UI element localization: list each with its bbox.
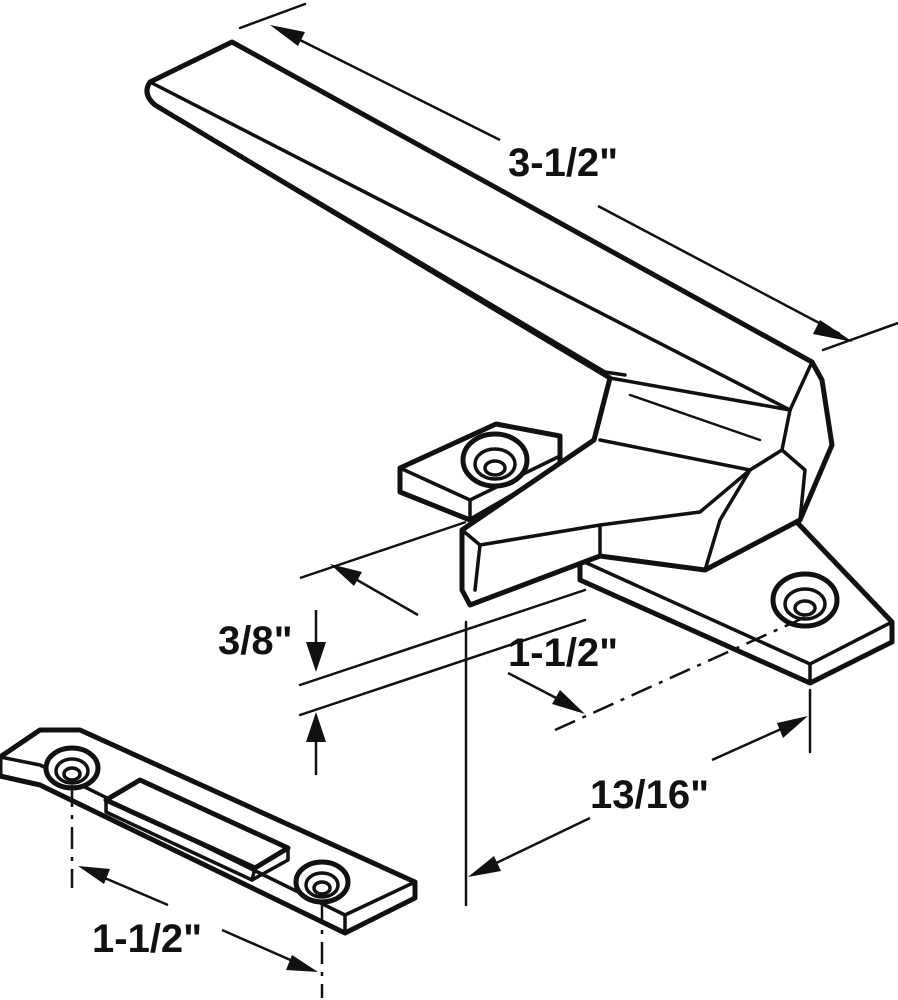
handle-length-dimension xyxy=(238,2,898,352)
depth-label: 13/16" xyxy=(590,773,709,817)
lock-hole-spacing-dimension xyxy=(507,613,811,732)
arrow-head-lock-spacing xyxy=(552,690,585,714)
height-dimension xyxy=(298,520,587,775)
keeper-screw-hole-right xyxy=(293,859,351,905)
lock-hole-spacing-label: 1-1/2" xyxy=(508,631,618,675)
keeper-screw-hole-left xyxy=(43,745,101,791)
arrow-head-keeper-left xyxy=(78,866,110,884)
lock-handle xyxy=(144,39,835,608)
arrow-head-height-top xyxy=(306,642,326,672)
arrow-head-height-diag xyxy=(330,564,362,586)
keeper-hole-spacing-dimension xyxy=(70,785,324,998)
arrow-head-right xyxy=(813,320,853,342)
height-label: 3/8" xyxy=(218,619,293,663)
handle-length-label: 3-1/2" xyxy=(508,141,618,185)
arrow-head-left xyxy=(270,25,305,46)
arrow-head-keeper-right xyxy=(286,955,318,972)
arrow-head-depth-left xyxy=(468,856,501,877)
arrow-head-depth-right xyxy=(777,716,808,738)
lock-screw-hole-left xyxy=(460,431,530,489)
arrow-head-height-bottom xyxy=(306,712,326,742)
depth-dimension xyxy=(464,620,812,907)
keeper-hole-spacing-label: 1-1/2" xyxy=(92,917,202,961)
lock-screw-hole-right xyxy=(770,571,840,629)
